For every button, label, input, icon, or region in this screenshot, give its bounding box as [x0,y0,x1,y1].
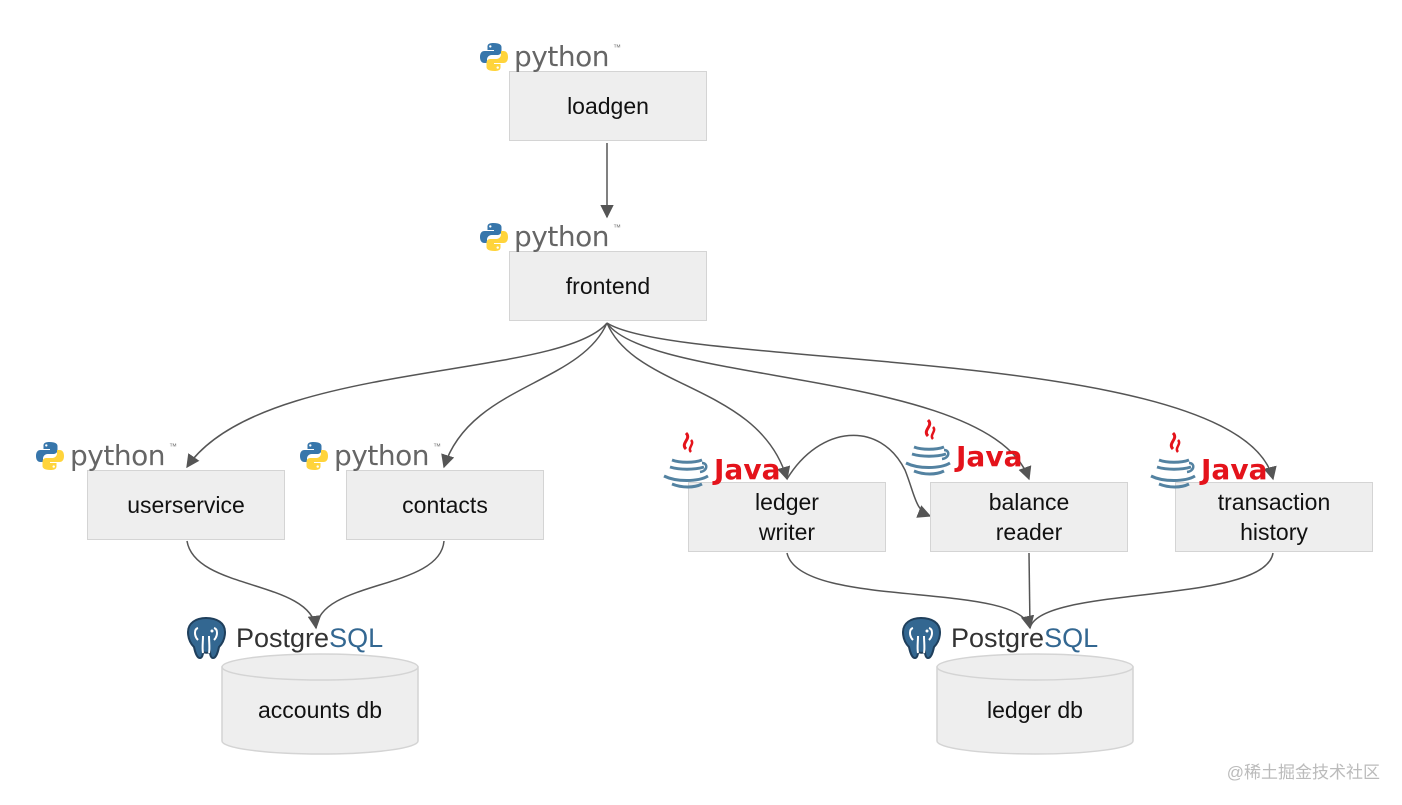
python-icon [480,223,508,251]
java-coffee-cup-icon [905,418,951,476]
postgresql-wordmark: PostgreSQL [951,622,1099,653]
edge-frontend-userservice [186,322,608,469]
python-logo-userservice: python ™ [34,440,177,472]
service-label: contacts [402,492,488,518]
python-logo-contacts: python ™ [298,440,441,472]
db-label-accounts: accounts db [257,697,383,723]
service-contacts: contacts [346,470,544,540]
edge-contacts-accountsdb [315,540,445,629]
service-label: loadgen [567,93,649,119]
edge-userservice-accountsdb [186,540,322,630]
java-coffee-cup-icon [1150,431,1196,489]
trademark-sign: ™ [612,43,621,52]
python-icon [36,442,64,470]
edge-frontend-ledgerwriter [606,322,791,481]
edge-frontend-balancereader [606,322,1032,481]
postgresql-wordmark: PostgreSQL [236,622,384,653]
edge-ledgerwriter-balancereader [786,434,932,518]
db-label-ledger: ledger db [987,697,1083,723]
service-label-line1: balance [988,489,1070,515]
edge-transactionhistory-ledgerdb [1029,552,1274,629]
python-icon [480,43,508,71]
postgresql-elephant-icon [901,616,942,660]
ledger-db-cylinder [936,653,1134,755]
java-wordmark: Java [1201,453,1268,486]
service-frontend: frontend [509,251,707,321]
java-logo-balancereader: Java [902,417,1022,481]
service-label: userservice [127,492,245,518]
service-label: frontend [565,273,651,299]
postgresql-elephant-icon [186,616,227,660]
python-logo-loadgen: python ™ [478,41,621,73]
service-loadgen: loadgen [509,71,707,141]
service-ledgerwriter: ledger writer [688,482,886,552]
java-logo-transactionhistory: Java [1147,430,1267,494]
python-logo-frontend: python ™ [478,221,621,253]
service-transactionhistory: transaction history [1175,482,1373,552]
postgresql-logo-accounts: PostgreSQL [182,614,383,662]
java-wordmark: Java [714,453,781,486]
python-wordmark: python [334,439,429,472]
service-label-line2: history [1240,519,1308,545]
java-coffee-cup-icon [663,431,709,489]
service-label-line2: writer [758,519,816,545]
service-balancereader: balance reader [930,482,1128,552]
postgresql-wordmark-plain: Postgre [951,622,1045,653]
accounts-db-cylinder [221,653,419,755]
watermark: @稀土掘金技术社区 [1226,763,1380,782]
trademark-sign: ™ [612,223,621,232]
postgresql-logo-ledger: PostgreSQL [897,614,1098,662]
service-label-line1: transaction [1217,489,1331,515]
python-wordmark: python [514,220,609,253]
trademark-sign: ™ [168,442,177,451]
python-wordmark: python [70,439,165,472]
edge-frontend-transactionhistory [606,322,1277,481]
java-wordmark: Java [956,440,1023,473]
trademark-sign: ™ [432,442,441,451]
service-label-line2: reader [995,519,1063,545]
service-userservice: userservice [87,470,285,540]
edge-ledgerwriter-ledgerdb [786,552,1035,630]
postgresql-wordmark-sql: SQL [1044,622,1099,653]
java-logo-ledgerwriter: Java [660,430,780,494]
service-label-line1: ledger [755,489,819,515]
postgresql-wordmark-plain: Postgre [236,622,330,653]
python-wordmark: python [514,40,609,73]
edge-balancereader-ledgerdb [1028,552,1031,629]
postgresql-wordmark-sql: SQL [329,622,384,653]
python-icon [300,442,328,470]
edge-frontend-contacts [441,322,608,469]
